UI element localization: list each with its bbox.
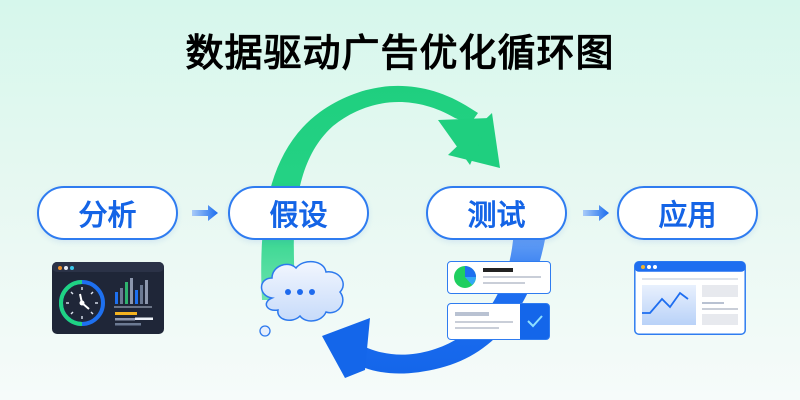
- step-label: 测试: [467, 198, 526, 232]
- page-title: 数据驱动广告优化循环图: [185, 31, 615, 75]
- text-placeholder: [483, 276, 541, 278]
- text-placeholder: [455, 321, 513, 323]
- checkmark-icon: [527, 315, 543, 328]
- test-variant-card-b: [447, 303, 550, 340]
- text-placeholder: [455, 327, 499, 329]
- arrow-right-icon: [583, 205, 609, 221]
- blue-cycle-arrow-icon: [322, 220, 548, 378]
- test-variant-card-a: [447, 261, 551, 294]
- pie-chart-icon: [454, 266, 476, 288]
- green-cycle-arrow-icon: [261, 85, 500, 300]
- arrow-right-icon: [192, 205, 218, 221]
- thought-cloud-icon: [259, 260, 344, 337]
- step-pill-hypothesis[interactable]: 假设: [228, 186, 369, 240]
- dashboard-icon: [52, 262, 164, 334]
- text-placeholder: [483, 282, 525, 284]
- step-pill-analyze[interactable]: 分析: [37, 186, 178, 240]
- text-placeholder: [483, 268, 513, 272]
- step-label: 假设: [269, 198, 328, 232]
- step-pill-apply[interactable]: 应用: [617, 186, 758, 240]
- browser-chart-icon: [634, 261, 746, 335]
- step-pill-test[interactable]: 测试: [426, 186, 567, 240]
- step-label: 分析: [78, 198, 137, 232]
- text-placeholder: [455, 312, 489, 316]
- step-label: 应用: [658, 198, 717, 232]
